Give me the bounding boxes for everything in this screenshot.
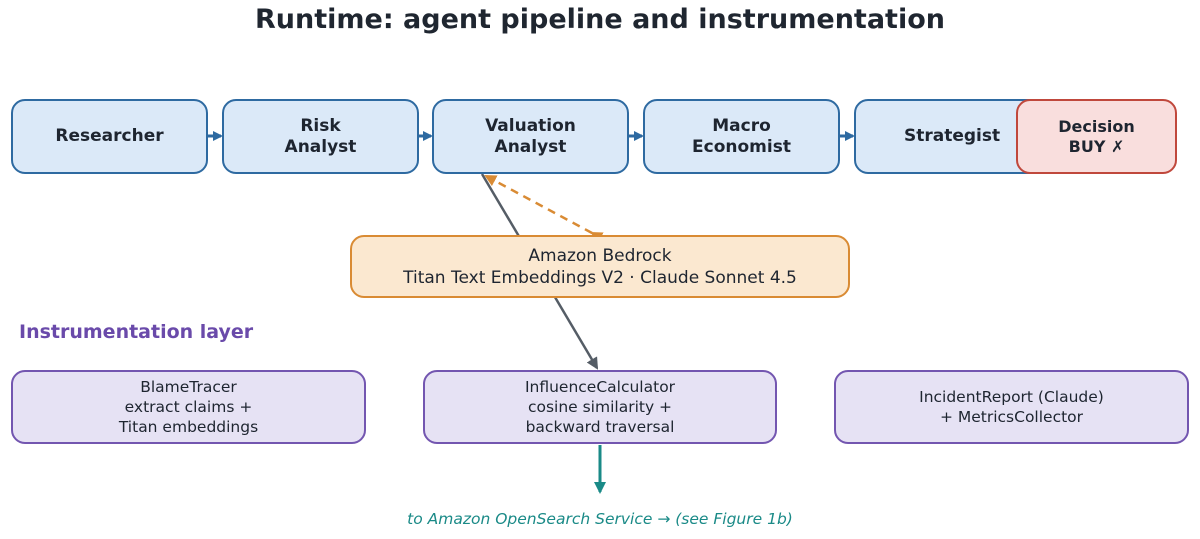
opensearch-footer-note: to Amazon OpenSearch Service → (see Figu…	[407, 510, 793, 528]
incident-report-node: IncidentReport (Claude) + MetricsCollect…	[834, 370, 1189, 444]
decision-node: Decision BUY ✗	[1016, 99, 1177, 174]
agent-researcher: Researcher	[11, 99, 208, 174]
influence-calculator-node: InfluenceCalculator cosine similarity + …	[423, 370, 777, 444]
agent-valuation-analyst: Valuation Analyst	[432, 99, 629, 174]
agent-macro-economist: Macro Economist	[643, 99, 840, 174]
diagram-title: Runtime: agent pipeline and instrumentat…	[255, 4, 945, 35]
arrow-bedrock-valuation-dashed	[484, 174, 604, 244]
blame-tracer-node: BlameTracer extract claims + Titan embed…	[11, 370, 366, 444]
agent-risk-analyst: Risk Analyst	[222, 99, 419, 174]
instrumentation-layer-heading: Instrumentation layer	[19, 321, 254, 343]
amazon-bedrock-node: Amazon Bedrock Titan Text Embeddings V2 …	[350, 235, 850, 298]
